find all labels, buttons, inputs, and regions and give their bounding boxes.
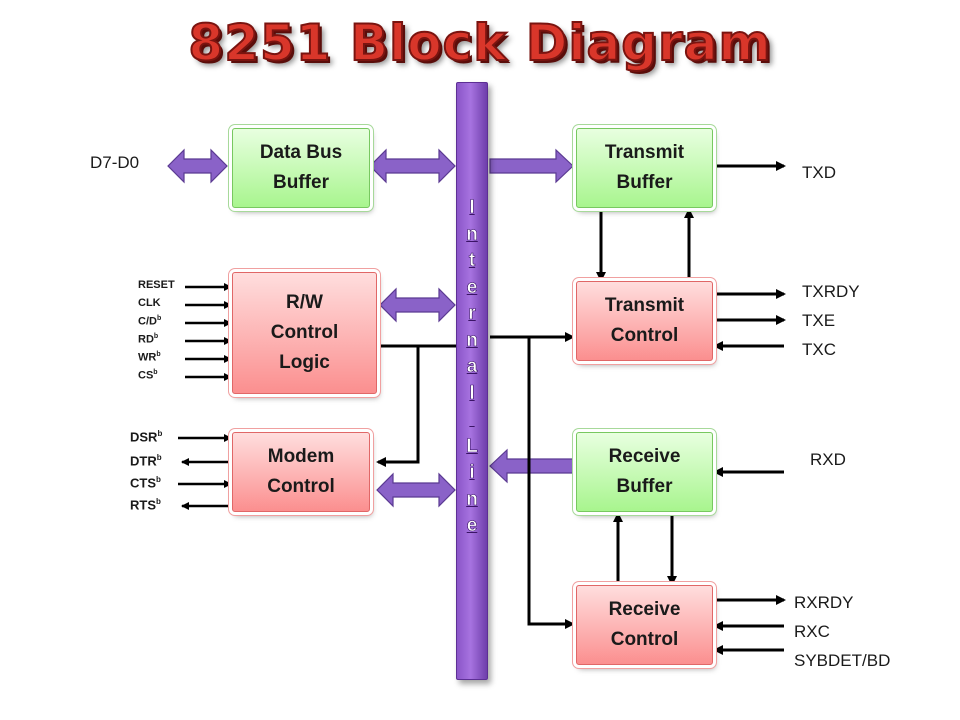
bus-letter: l: [469, 382, 475, 404]
label-rxrdy: RXRDY: [794, 593, 854, 612]
purple-arrow-databuffer-bus: [369, 148, 456, 184]
modem-signal-label: RTSb: [130, 497, 161, 513]
block-label-line: Control: [610, 325, 679, 346]
block-label-line: Control: [267, 476, 335, 497]
label-d7-d0: D7-D0: [90, 153, 140, 172]
bus-letter: L: [466, 435, 478, 457]
purple-arrow-receive-buffer-bus: [489, 448, 574, 484]
modem-signal-label: CTSb: [130, 475, 161, 491]
control-input-label: RDb: [138, 333, 159, 346]
label-txd: TXD: [802, 163, 836, 182]
purple-arrow-rw-bus: [379, 287, 456, 323]
control-input-label: C/Db: [138, 315, 162, 328]
block-label-line: Buffer: [616, 172, 673, 193]
modem-signal-label: DSRb: [130, 429, 163, 445]
bus-letter: e: [466, 276, 478, 298]
purple-arrow-modem-bus: [376, 472, 456, 508]
block-label-line: Receive: [608, 446, 681, 467]
block-label-line: Buffer: [616, 476, 673, 497]
purple-arrow-data-bus: [167, 148, 228, 184]
label-rxd: RXD: [810, 450, 846, 469]
label-txe: TXE: [802, 311, 836, 330]
block-label-line: Buffer: [273, 172, 329, 193]
bus-letter: n: [466, 488, 478, 510]
purple-arrow-bus-transmit-buffer: [489, 148, 574, 184]
control-input-label: CLK: [138, 297, 161, 309]
control-line-to-receive: [527, 337, 575, 629]
control-input-label: WRb: [138, 351, 161, 364]
modem-signal-label: DTRb: [130, 453, 162, 469]
diagram-title: 8251 Block Diagram: [187, 13, 772, 73]
bus-letter: I: [469, 197, 475, 219]
bus-letter: r: [468, 303, 476, 325]
bus-letter: e: [466, 515, 478, 537]
bus-letter: [469, 407, 474, 434]
bus-letter: a: [466, 356, 478, 378]
block-label-line: Control: [610, 629, 679, 650]
label-txc: TXC: [802, 340, 836, 359]
control-input-label: CSb: [138, 369, 158, 382]
block-label-line: Control: [270, 322, 339, 343]
label-sybdet: SYBDET/BD: [794, 651, 891, 670]
control-input-label: RESET: [138, 279, 175, 291]
bus-letter: i: [469, 462, 475, 484]
bus-letter: n: [466, 329, 478, 351]
block-label-line: Data Bus: [259, 142, 343, 163]
label-rxc: RXC: [794, 622, 830, 641]
block-label-line: Modem: [267, 446, 335, 467]
block-label-line: R/W: [286, 292, 323, 313]
block-label-line: Transmit: [604, 142, 685, 163]
label-txrdy: TXRDY: [802, 282, 860, 301]
block-label-line: Receive: [608, 599, 681, 620]
control-line-rw-to-modem: [376, 344, 420, 467]
bus-letter: n: [466, 223, 478, 245]
bus-letter: t: [468, 250, 476, 272]
block-label-line: Logic: [279, 352, 330, 373]
block-label-line: Transmit: [604, 295, 685, 316]
